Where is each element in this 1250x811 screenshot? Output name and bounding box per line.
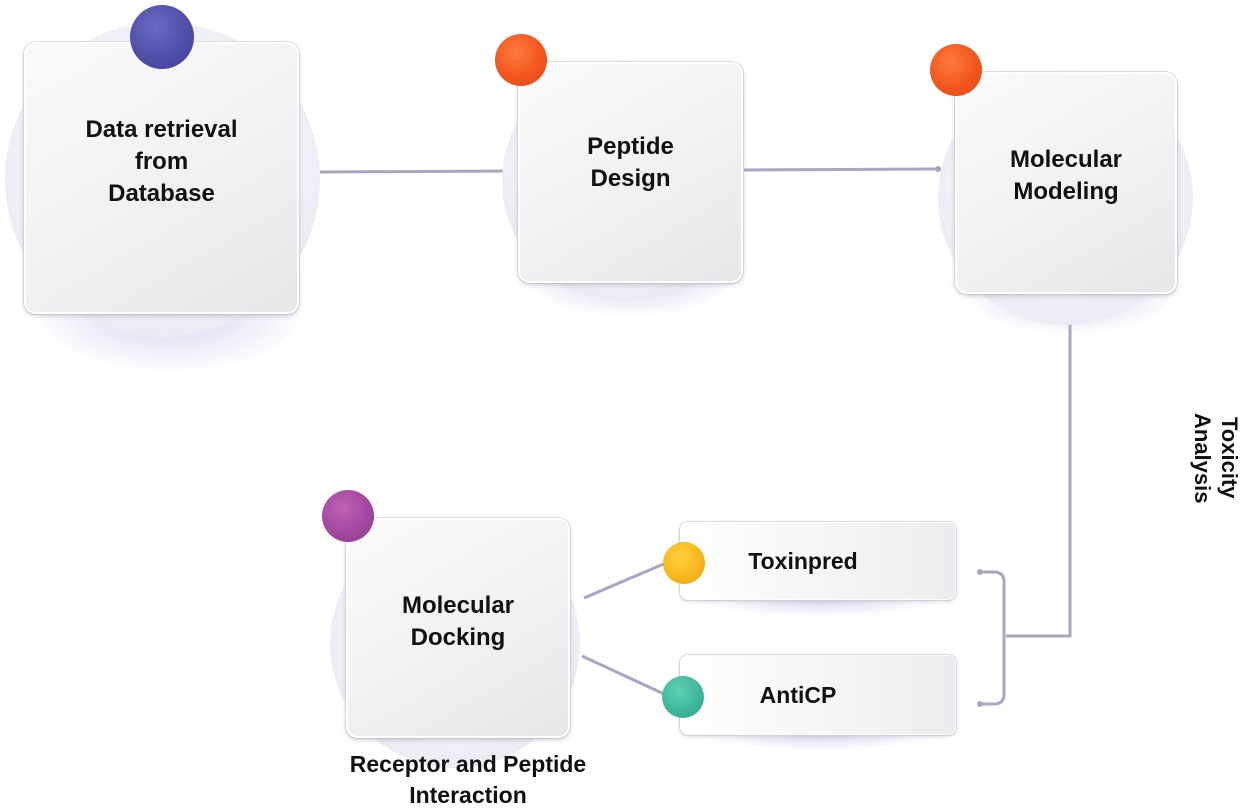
toxinpred-label: Toxinpred	[748, 548, 858, 574]
peptide-design-card[interactable]: Peptide Design	[518, 62, 743, 283]
molecular-docking-marker-icon	[322, 490, 374, 542]
connector-modeling-to-toxicity	[1006, 298, 1072, 638]
data-retrieval-label: Data retrieval from Database	[85, 116, 238, 207]
toxicity-analysis-label-wrap: Toxicity Analysis	[1186, 398, 1246, 518]
toxinpred-card[interactable]: Toxinpred	[680, 522, 956, 600]
connector-design-to-modeling	[743, 167, 939, 172]
connector-docking-to-toxinpred	[583, 561, 667, 600]
toxicity-bracket	[980, 570, 1006, 706]
peptide-design-marker-icon	[495, 34, 547, 86]
toxicity-analysis-label: Toxicity Analysis	[1190, 412, 1242, 504]
molecular-docking-card[interactable]: Molecular Docking	[346, 518, 570, 738]
anticp-label: AntiCP	[759, 682, 837, 708]
data-retrieval-card[interactable]: Data retrieval from Database	[24, 42, 299, 314]
connector-end-dot	[935, 166, 941, 172]
anticp-marker-icon	[662, 676, 704, 718]
molecular-modeling-marker-icon	[930, 44, 982, 96]
connector-docking-to-anticp	[581, 654, 665, 696]
bracket-end-dot-bottom	[977, 701, 983, 707]
peptide-design-label: Peptide Design	[587, 132, 674, 192]
docking-caption: Receptor and Peptide Interaction	[349, 751, 587, 808]
toxinpred-marker-icon	[663, 542, 705, 584]
data-retrieval-marker-icon	[130, 5, 194, 69]
bracket-end-dot-top	[977, 569, 983, 575]
molecular-modeling-card[interactable]: Molecular Modeling	[955, 72, 1177, 294]
molecular-modeling-label: Molecular Modeling	[1009, 146, 1123, 205]
molecular-docking-label: Molecular Docking	[401, 592, 515, 651]
connector-data-to-design	[319, 169, 519, 174]
anticp-card[interactable]: AntiCP	[680, 655, 956, 735]
